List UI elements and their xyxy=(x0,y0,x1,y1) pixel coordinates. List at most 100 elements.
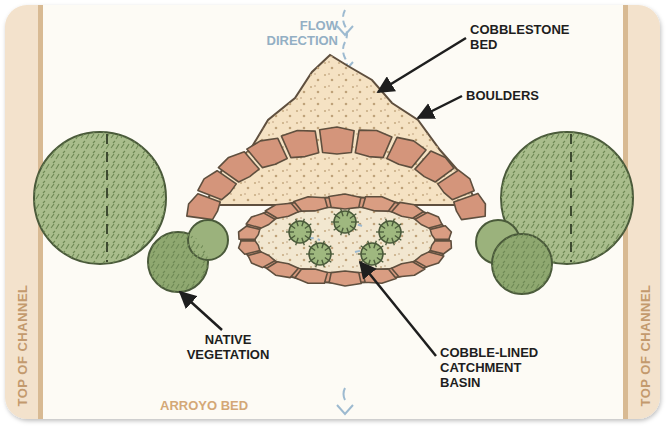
basin-plants xyxy=(386,219,388,227)
boulder-arc xyxy=(438,170,475,200)
leader-lines xyxy=(378,38,466,92)
native-vegetation xyxy=(492,234,552,294)
native-vegetation xyxy=(492,234,552,294)
basin-plants xyxy=(395,236,401,241)
basin-cobbles xyxy=(239,241,260,255)
flow-arrow xyxy=(344,388,346,400)
catchment-basin xyxy=(241,197,449,283)
leader-lines xyxy=(180,38,466,356)
basin-plants xyxy=(350,226,356,231)
basin-plants xyxy=(396,231,404,232)
basin-plants xyxy=(392,238,394,246)
boulder-arc xyxy=(355,130,392,158)
basin-plants xyxy=(386,238,388,246)
basin-plants xyxy=(368,260,370,268)
basin-plants xyxy=(316,260,318,268)
basin-plants xyxy=(334,226,340,231)
basin-cobbles xyxy=(430,226,451,240)
basin-cobbles xyxy=(329,271,361,286)
basin-cobbles xyxy=(363,197,396,211)
basin-plants xyxy=(379,224,385,229)
basin-plants xyxy=(322,260,324,268)
basin-cobbles xyxy=(392,262,425,277)
boulder-arc xyxy=(454,193,486,219)
channel-edge-label: TOP OF CHANNEL xyxy=(15,284,30,406)
basin-plants xyxy=(350,214,356,219)
basin-plants xyxy=(289,224,295,229)
part-label: BOULDERS xyxy=(466,88,576,103)
basin-plants xyxy=(376,231,384,232)
native-vegetation xyxy=(34,132,166,264)
basin-plants xyxy=(378,253,386,254)
basin-plants xyxy=(341,228,343,236)
basin-plants xyxy=(296,238,298,246)
basin-cobbles xyxy=(246,213,275,228)
basin-cobbles xyxy=(295,269,328,283)
cobblestone-bed xyxy=(205,55,478,205)
basin-plants xyxy=(306,231,314,232)
leader-lines xyxy=(418,96,462,118)
basin-plants xyxy=(309,258,315,263)
boulder-arc xyxy=(247,138,287,167)
catchment-basin xyxy=(257,209,433,271)
basin-plants xyxy=(296,219,298,227)
basin-cobbles xyxy=(415,212,442,228)
flow-direction-label: FLOW DIRECTION xyxy=(250,18,338,48)
basin-plants xyxy=(305,236,311,241)
boulder-arc xyxy=(187,127,486,220)
basin-plants xyxy=(341,209,343,217)
basin-plants xyxy=(377,258,383,263)
flow-arrow xyxy=(337,26,353,35)
basin-cobbles xyxy=(294,197,328,211)
basin-cobbles xyxy=(267,262,299,278)
native-vegetation xyxy=(148,232,208,292)
boulder-arc xyxy=(281,131,318,158)
part-label: NATIVE VEGETATION xyxy=(176,332,280,362)
basin-plants xyxy=(302,219,304,227)
basin-plants xyxy=(347,209,349,217)
basin-plants xyxy=(351,221,359,222)
basin-cobbles xyxy=(248,252,275,268)
channel-edge-dashes xyxy=(106,134,108,262)
basin-plants xyxy=(395,224,401,229)
basin-plants xyxy=(306,253,314,254)
basin-cobbles xyxy=(239,194,452,286)
basin-plants xyxy=(358,253,366,254)
leader-lines xyxy=(180,292,222,330)
basin-plants xyxy=(322,241,324,249)
basin-plants xyxy=(326,253,334,254)
basin-plants xyxy=(286,231,294,232)
channel-edge-label: TOP OF CHANNEL xyxy=(638,284,653,406)
cobblestone-bed xyxy=(205,55,478,205)
native-vegetation xyxy=(34,132,633,294)
basin-plants xyxy=(377,246,383,251)
catchment-basin xyxy=(241,197,449,283)
native-vegetation xyxy=(148,232,208,292)
basin-plants xyxy=(392,219,394,227)
basin-plants xyxy=(374,241,376,249)
part-label: COBBLE-LINED CATCHMENT BASIN xyxy=(440,345,548,390)
basin-plants xyxy=(316,241,318,249)
basin-plants xyxy=(331,221,339,222)
basin-plants xyxy=(347,228,349,236)
channel-edge-dashes xyxy=(107,134,571,262)
basin-cobbles xyxy=(329,194,361,209)
arroyo-bed-label: ARROYO BED xyxy=(160,398,290,413)
basin-cobbles xyxy=(239,226,260,239)
frame xyxy=(5,5,660,419)
basin-plants xyxy=(368,241,370,249)
basin-cobbles xyxy=(265,203,298,218)
basin-cobbles xyxy=(392,202,424,218)
channel-edge-dashes xyxy=(570,134,572,262)
frame xyxy=(5,5,660,419)
basin-plants xyxy=(289,236,295,241)
basin-plants xyxy=(305,224,311,229)
basin-plants xyxy=(286,209,404,268)
basin-plants xyxy=(374,260,376,268)
basin-plants xyxy=(325,246,331,251)
basin-plants xyxy=(302,238,304,246)
basin-plants xyxy=(334,214,340,219)
boulder-arc xyxy=(320,127,355,154)
